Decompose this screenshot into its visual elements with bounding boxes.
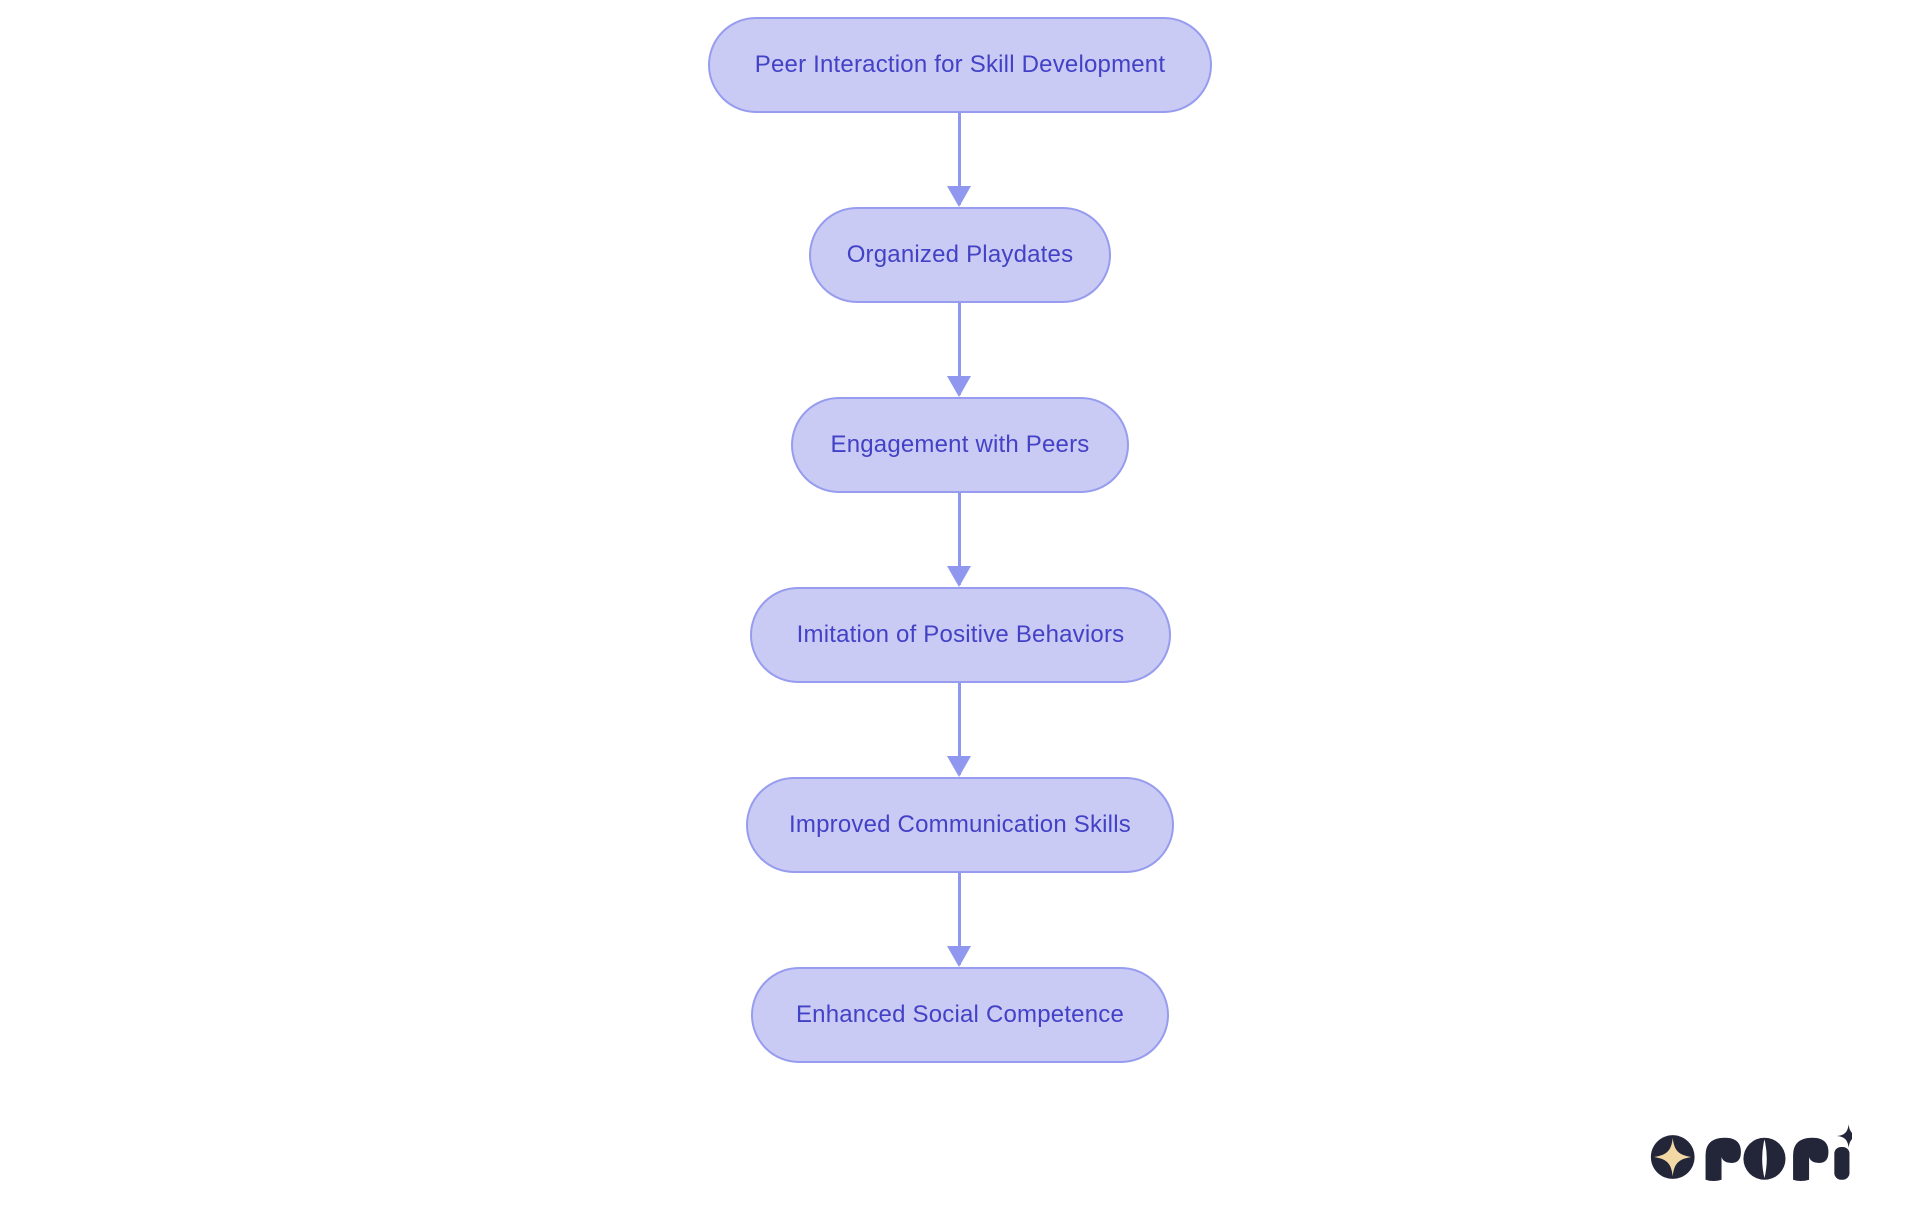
flow-node-label: Enhanced Social Competence [795, 1001, 1125, 1028]
flow-node-engagement-with-peers: Engagement with Peers [791, 397, 1129, 493]
flow-node-label: Imitation of Positive Behaviors [796, 621, 1125, 648]
flow-node-label: Engagement with Peers [830, 431, 1090, 458]
flow-arrow-line [958, 113, 961, 205]
flow-node-imitation-of-positive-behaviors: Imitation of Positive Behaviors [750, 587, 1171, 683]
flow-node-enhanced-social-competence: Enhanced Social Competence [751, 967, 1169, 1063]
flow-node-improved-communication-skills: Improved Communication Skills [746, 777, 1174, 873]
arrow-down-icon [947, 756, 971, 777]
flow-node-label: Improved Communication Skills [789, 811, 1131, 838]
flow-node-label: Peer Interaction for Skill Development [754, 51, 1166, 78]
sparkle-icon [1836, 1124, 1861, 1148]
flow-node-peer-interaction: Peer Interaction for Skill Development [708, 17, 1212, 113]
arrow-down-icon [947, 376, 971, 397]
arrow-down-icon [947, 946, 971, 967]
flow-arrow-line [958, 683, 961, 775]
arrow-down-icon [947, 186, 971, 207]
flow-arrow-line [958, 873, 961, 965]
flow-node-label: Organized Playdates [846, 241, 1074, 268]
flow-arrow-line [958, 493, 961, 585]
rori-logo-svg [1650, 1124, 1861, 1182]
flow-node-organized-playdates: Organized Playdates [809, 207, 1111, 303]
rori-logo [1650, 1116, 1861, 1188]
flow-arrow-line [958, 303, 961, 395]
sparkle-circle-icon [1650, 1135, 1695, 1179]
rori-wordmark [1705, 1124, 1861, 1182]
arrow-down-icon [947, 566, 971, 587]
